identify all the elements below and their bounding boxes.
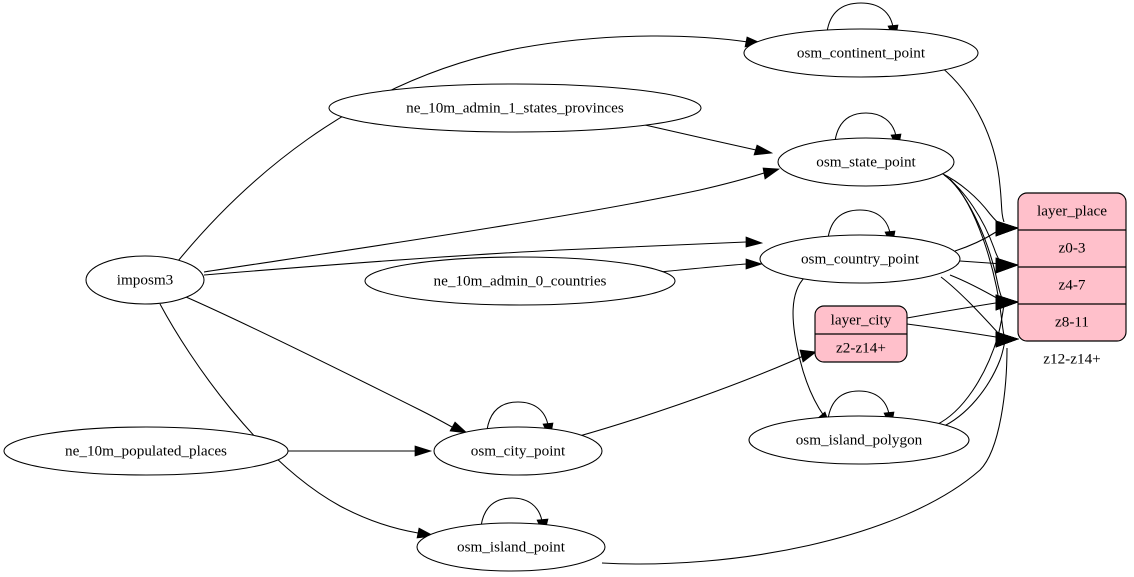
node-label-ne_10m_populated_places: ne_10m_populated_places: [65, 442, 227, 459]
arrowhead-ne_populated_places-osm_city_point: [414, 445, 433, 457]
edge-osm_state_point-self-loop: [834, 112, 897, 142]
node-osm_island_point[interactable]: osm_island_point: [416, 522, 606, 572]
record-row-layer_place-z0-3[interactable]: z0-3: [1059, 239, 1086, 256]
arrowhead-osm_country_point-z4-7: [995, 257, 1020, 274]
record-row-layer_place-title: layer_place: [1037, 202, 1107, 219]
node-label-osm_state_point: osm_state_point: [816, 153, 916, 170]
edge-osm_continent_point-self-loop: [826, 2, 894, 33]
edge-layer_city-to-layer_place-z12: [906, 323, 1003, 339]
node-imposm3[interactable]: imposm3: [85, 255, 205, 305]
node-ne_10m_admin_1_states_provinces[interactable]: ne_10m_admin_1_states_provinces: [328, 83, 702, 133]
node-shape-ne_10m_populated_places[interactable]: [3, 426, 289, 476]
node-shape-osm_island_polygon[interactable]: [748, 415, 970, 465]
record-node-layer_place[interactable]: layer_place z0-3 z4-7 z8-11 z12-z14+: [1017, 192, 1127, 367]
arrowhead-osm_island_polygon-z8-11: [995, 294, 1020, 311]
arrowhead-osm_island_point-z12: [995, 331, 1020, 348]
edge-osm_island_polygon-to-layer_place-z12: [939, 340, 1006, 429]
edge-osm_city_point-to-layer_city: [575, 355, 804, 438]
edge-ne_states_provinces-to-osm_state_point: [644, 124, 757, 151]
node-ne_10m_populated_places[interactable]: ne_10m_populated_places: [3, 426, 289, 476]
edge-imposm3-to-osm_continent_point: [177, 35, 749, 262]
record-row-layer_city-z2-z14[interactable]: z2-z14+: [836, 339, 886, 356]
node-label-ne_10m_admin_1_states_provinces: ne_10m_admin_1_states_provinces: [406, 99, 624, 116]
edge-osm_city_point-self-loop: [486, 401, 549, 431]
node-label-osm_island_point: osm_island_point: [457, 538, 566, 555]
arrowhead-ne_states_provinces-osm_state_point: [753, 144, 774, 156]
record-row-layer_city-title: layer_city: [831, 311, 892, 328]
node-label-ne_10m_admin_0_countries: ne_10m_admin_0_countries: [434, 272, 607, 289]
record-row-layer_place-z4-7[interactable]: z4-7: [1059, 276, 1086, 293]
edge-osm_island_polygon-self-loop: [827, 390, 890, 420]
node-label-osm_country_point: osm_country_point: [801, 250, 920, 267]
arrowhead-imposm3-osm_country_point: [745, 236, 764, 248]
arrowhead-osm_city_point-layer_city: [799, 349, 817, 363]
edge-osm_island_point-self-loop: [480, 497, 543, 527]
node-shape-osm_country_point[interactable]: [759, 234, 961, 284]
record-node-layer: layer_place z0-3 z4-7 z8-11 z12-z14+ lay…: [814, 192, 1127, 367]
edge-imposm3-to-osm_state_point: [203, 172, 765, 273]
edge-imposm3-to-osm_country_point: [203, 241, 747, 276]
edge-osm_continent_point-to-layer_place-z0-3: [939, 65, 1005, 223]
edge-osm_state_point-to-layer_place-z0-3: [940, 172, 1004, 228]
edge-osm_island_point-to-layer_place-z12: [601, 347, 1008, 565]
node-shape-osm_state_point[interactable]: [777, 137, 955, 187]
node-label-imposm3: imposm3: [117, 271, 174, 288]
node-shape-osm_city_point[interactable]: [433, 426, 603, 476]
node-shape-imposm3[interactable]: [85, 255, 205, 305]
edge-imposm3-to-osm_city_point: [185, 296, 453, 428]
node-shape-osm_continent_point[interactable]: [743, 28, 979, 78]
record-row-layer_place-z8-11[interactable]: z8-11: [1055, 313, 1089, 330]
edge-layer_city-to-layer_place-z8-11: [906, 301, 1003, 319]
node-shape-ne_10m_admin_0_countries[interactable]: [364, 256, 676, 306]
record-node-layer_city[interactable]: layer_city z2-z14+: [814, 305, 908, 363]
node-label-osm_continent_point: osm_continent_point: [797, 44, 926, 61]
node-osm_state_point[interactable]: osm_state_point: [777, 137, 955, 187]
arrowhead-imposm3-osm_state_point: [762, 167, 781, 180]
node-osm_continent_point[interactable]: osm_continent_point: [743, 28, 979, 78]
arrowhead-imposm3-osm_city_point: [449, 421, 469, 434]
record-row-layer_place-z12-z14[interactable]: z12-z14+: [1043, 350, 1100, 367]
node-osm_city_point[interactable]: osm_city_point: [433, 426, 603, 476]
node-shape-osm_island_point[interactable]: [416, 522, 606, 572]
node-osm_island_polygon[interactable]: osm_island_polygon: [748, 415, 970, 465]
arrowhead-osm_country_point-z0-3: [995, 220, 1020, 237]
edge-imposm3-to-osm_island_point: [159, 303, 419, 534]
node-osm_country_point[interactable]: osm_country_point: [759, 234, 961, 284]
node-label-osm_city_point: osm_city_point: [471, 442, 566, 459]
edge-ne_countries-to-osm_country_point: [659, 263, 747, 273]
node-ne_10m_admin_0_countries[interactable]: ne_10m_admin_0_countries: [364, 256, 676, 306]
arrowhead-ne_countries-osm_country_point: [745, 258, 764, 270]
node-label-osm_island_polygon: osm_island_polygon: [796, 431, 923, 448]
edge-osm_country_point-to-osm_island_polygon: [792, 276, 825, 417]
node-layer: imposm3 ne_10m_admin_1_states_provinces …: [3, 28, 979, 572]
edge-osm_country_point-self-loop: [827, 209, 891, 239]
node-shape-ne_10m_admin_1_states_provinces[interactable]: [328, 83, 702, 133]
